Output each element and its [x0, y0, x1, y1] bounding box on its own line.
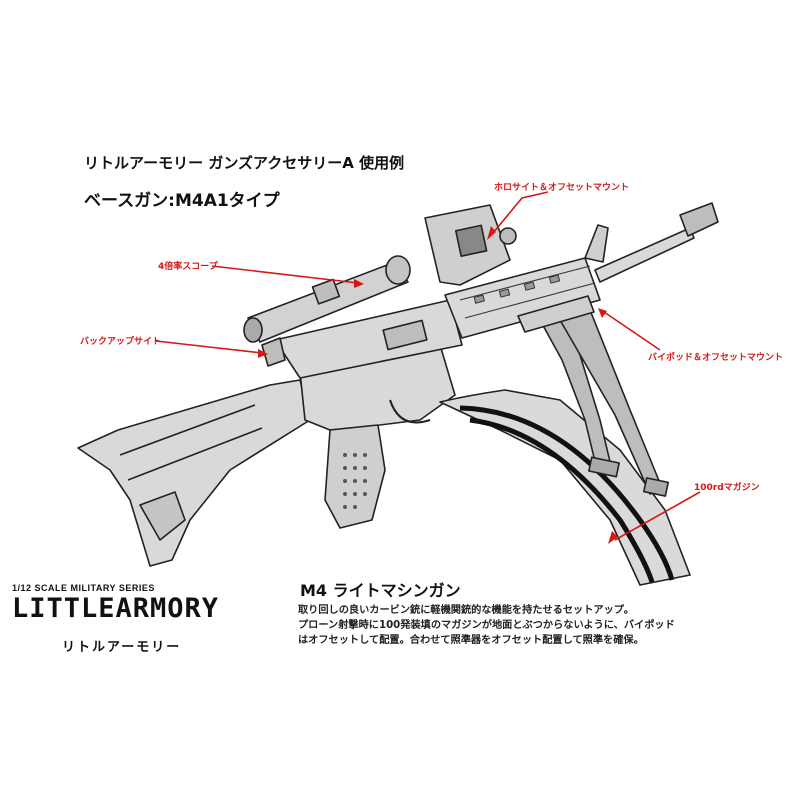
- rifle-upper-receiver: [274, 299, 463, 379]
- rifle-handguard: [444, 257, 601, 339]
- rifle-pistol-grip: [324, 424, 386, 529]
- description-line-1: 取り回しの良いカービン銃に軽機関銃的な機能を持たせるセットアップ。: [298, 605, 634, 616]
- product-description: 取り回しの良いカービン銃に軽機関銃的な機能を持たせるセットアップ。 プローン射撃…: [298, 603, 675, 648]
- callout-scope: 4倍率スコープ: [158, 262, 218, 272]
- callout-bipod: バイポッド＆オフセットマウント: [648, 353, 784, 363]
- base-gun-label: ベースガン:M4A1タイプ: [84, 191, 280, 211]
- callout-magazine: 100rdマガジン: [694, 483, 760, 493]
- product-name: M4 ライトマシンガン: [300, 581, 461, 600]
- description-line-3: はオフセットして配置。合わせて照準器をオフセット配置して照準を確保。: [298, 635, 644, 646]
- logo-series-text: 1/12 SCALE MILITARY SERIES: [12, 583, 155, 593]
- page-title: リトルアーモリー ガンズアクセサリーA 使用例: [84, 154, 405, 172]
- callout-line-scope: [211, 265, 359, 284]
- rifle-muzzle: [679, 202, 719, 237]
- logo-brand-kana: リトルアーモリー: [62, 640, 182, 655]
- rifle-stock: [77, 379, 311, 567]
- logo-brand: LITTLEARMORY: [12, 593, 220, 624]
- callout-line-backup: [155, 340, 263, 354]
- callout-backup-sight: バックアップサイト: [80, 337, 162, 347]
- rifle-barrel: [594, 227, 695, 283]
- callout-line-magazine: [614, 491, 701, 541]
- callout-line-bipod: [603, 311, 661, 351]
- callout-holosight: ホロサイト＆オフセットマウント: [494, 183, 630, 193]
- callout-line-holosight: [492, 191, 549, 234]
- description-line-2: プローン射撃時に100発装填のマガジンが地面とぶつからないように、バイポッド: [298, 620, 675, 631]
